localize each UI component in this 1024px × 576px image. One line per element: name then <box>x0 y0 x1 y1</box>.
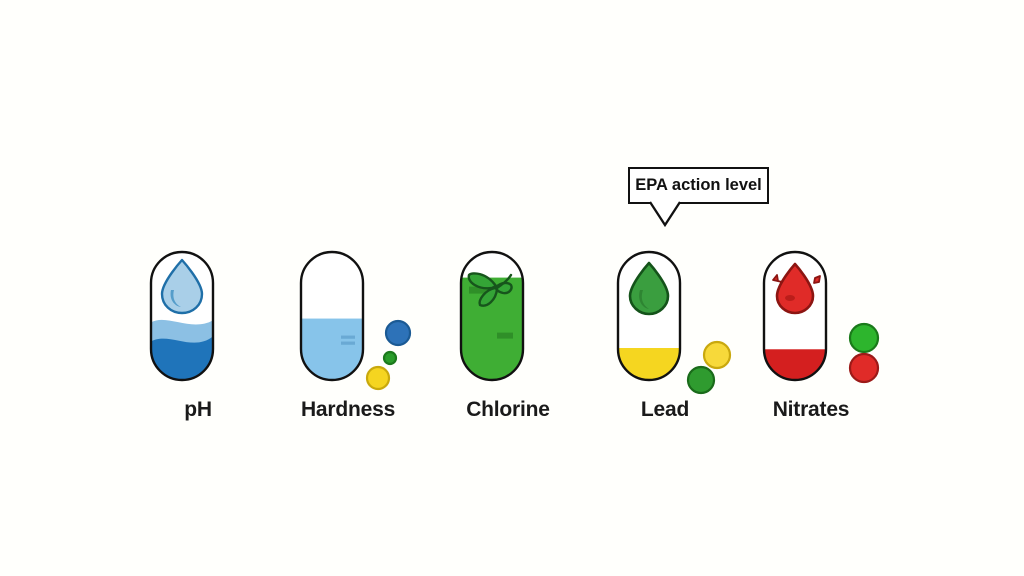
vial-graphic <box>149 250 215 382</box>
epa-action-level-tooltip[interactable]: EPA action level <box>628 167 769 204</box>
vial-label: Chlorine <box>466 398 550 421</box>
vial-graphic <box>299 250 412 391</box>
vial-liquid <box>301 318 363 380</box>
green-dot <box>686 365 716 395</box>
vial-graphic <box>459 250 525 382</box>
tooltip-label: EPA action level <box>635 176 762 194</box>
vial-wrapper: Nitrates <box>731 248 891 421</box>
vial-wrapper: Hardness <box>268 248 428 421</box>
vial-nitrates[interactable]: Nitrates <box>731 248 891 421</box>
yellow-dot <box>365 365 391 391</box>
vial-measurement-marks <box>341 335 355 345</box>
vial-label: Hardness <box>300 398 396 421</box>
yellow-dot <box>702 340 732 370</box>
vial-hardness[interactable]: Hardness <box>268 248 428 421</box>
red-drop-icon <box>772 262 821 315</box>
vial-wrapper: Lead <box>585 248 745 421</box>
vial-lead[interactable]: Lead <box>585 248 745 421</box>
vial-label: Lead <box>640 398 690 421</box>
red-dot <box>848 352 880 384</box>
vial-graphic <box>616 250 732 395</box>
blue-dot <box>384 319 412 347</box>
vial-graphic <box>762 250 880 384</box>
vial-liquid <box>151 319 213 380</box>
green-dot <box>848 322 880 354</box>
vial-wrapper: Chlorine <box>428 248 588 421</box>
green-drop-icon <box>628 261 670 316</box>
vial-label: pH <box>184 398 212 421</box>
water-drop-icon <box>160 258 204 315</box>
vial-measurement-marks <box>469 286 513 339</box>
green-dot <box>382 350 398 366</box>
vial-label: Nitrates <box>772 398 850 421</box>
tooltip-pointer-icon <box>648 198 682 228</box>
leaf-sprout-icon <box>467 272 513 307</box>
vial-chlorine[interactable]: Chlorine <box>428 248 588 421</box>
vial-ph[interactable]: pH <box>118 248 278 421</box>
vial-wrapper: pH <box>118 248 278 421</box>
